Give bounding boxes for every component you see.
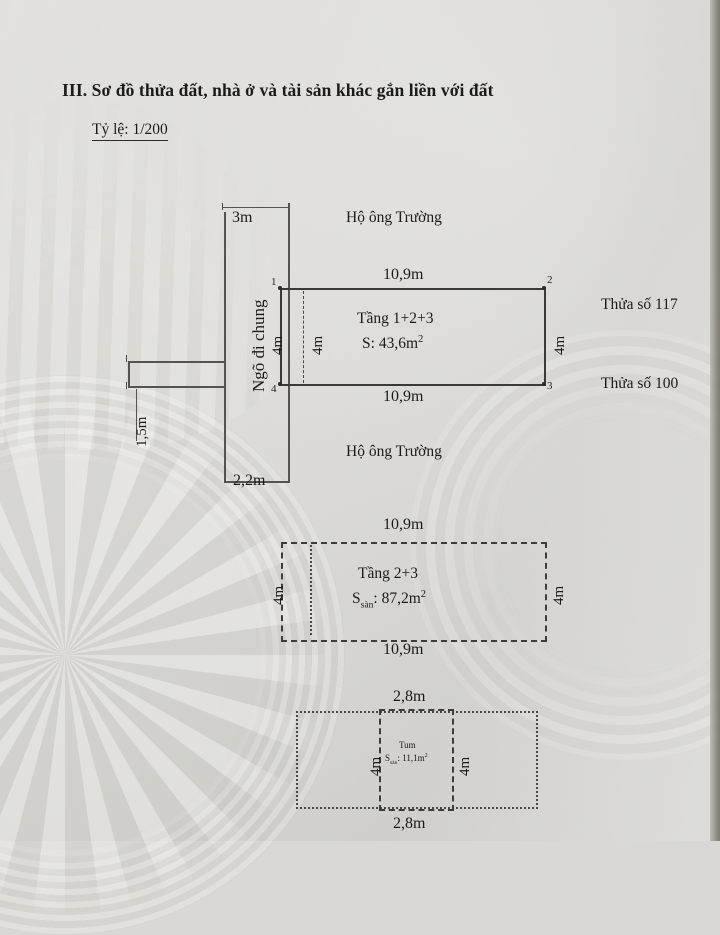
alley-name-label: Ngõ đi chung <box>249 299 268 392</box>
alley-step-top-edge <box>128 361 225 363</box>
corner-label-4: 4 <box>271 383 277 395</box>
floor-area-prefix: S <box>352 590 361 608</box>
step-tick-top <box>126 355 128 362</box>
building-left-width: 4m <box>270 335 286 355</box>
roof-outer-outline <box>296 711 538 809</box>
roof-bottom-length: 2,8m <box>393 815 426 832</box>
building-floors-label: Tầng 1+2+3 <box>357 310 434 327</box>
building-bottom-length: 10,9m <box>383 388 424 405</box>
step-tick-bottom <box>126 382 128 389</box>
floor-left-width: 4m <box>271 585 287 605</box>
roof-tum-outline <box>379 709 454 811</box>
floor-bottom-length: 10,9m <box>383 641 424 658</box>
floor-area-label: Ssàn: 87,2m2 <box>352 589 426 610</box>
building-area-unit: 2 <box>418 334 424 345</box>
watermark-drum-rays-icon <box>0 395 325 915</box>
floor-top-length: 10,9m <box>383 516 424 533</box>
corner-dot-1 <box>278 286 282 290</box>
watermark-arc <box>0 90 320 450</box>
alley-bottom-label: 2,2m <box>233 472 266 489</box>
alley-width-dim-line <box>222 207 289 209</box>
alley-step-dim-line <box>136 389 138 441</box>
alley-left-edge <box>224 212 226 482</box>
building-area-prefix: S: <box>362 335 379 353</box>
page-title: III. Sơ đồ thửa đất, nhà ở và tài sản kh… <box>62 80 494 100</box>
floor-floors-label: Tầng 2+3 <box>358 565 418 582</box>
building-area-label: S: 43,6m2 <box>362 334 423 353</box>
building-inner-partition <box>303 291 304 383</box>
alley-step-bottom-edge <box>128 386 225 388</box>
roof-area-sub: sàn <box>390 759 398 766</box>
alley-tick-left <box>222 203 224 210</box>
floor-outline <box>281 542 547 642</box>
floor-right-width: 4m <box>551 585 567 605</box>
roof-tum-label: Tum <box>399 740 416 750</box>
floor-area-unit: 2 <box>420 589 427 600</box>
alley-step-label: 1,5m <box>134 416 150 447</box>
corner-dot-3 <box>542 382 546 386</box>
corner-label-3: 3 <box>547 380 553 392</box>
parcel-100-label: Thửa số 100 <box>601 375 679 392</box>
scale-label: Tỷ lệ: 1/200 <box>92 121 168 141</box>
corner-label-2: 2 <box>547 274 553 286</box>
building-top-length: 10,9m <box>383 266 424 283</box>
roof-area-label: Ssàn: 11,1m2 <box>385 753 428 766</box>
floor-area-value: : 87,2m <box>373 590 421 608</box>
parcel-117-label: Thửa số 117 <box>601 296 678 313</box>
roof-area-value: : 11,1m <box>397 753 425 763</box>
alley-step-left-edge <box>128 361 130 387</box>
watermark-drum-rings-icon <box>0 375 345 935</box>
alley-bottom-edge <box>224 481 290 483</box>
building-right-edge <box>544 288 546 386</box>
page-edge-shadow <box>710 0 720 841</box>
neighbour-bottom-label: Hộ ông Trường <box>346 443 442 460</box>
corner-dot-2 <box>542 286 546 290</box>
building-bottom-edge <box>280 384 546 386</box>
corner-label-1: 1 <box>271 276 277 288</box>
roof-left-width: 4m <box>368 756 384 776</box>
roof-area-unit: 2 <box>424 753 428 759</box>
roof-top-length: 2,8m <box>393 688 426 705</box>
neighbour-top-label: Hộ ông Trường <box>346 209 442 226</box>
alley-width-label: 3m <box>232 209 253 226</box>
roof-right-width: 4m <box>457 756 473 776</box>
building-inner-width: 4m <box>310 335 326 355</box>
alley-right-edge <box>288 203 290 482</box>
roof-area-prefix: S <box>385 753 391 763</box>
floor-inner-partition <box>310 545 312 635</box>
building-top-edge <box>280 288 546 290</box>
building-area-value: 43,6m <box>378 335 418 353</box>
floor-area-sub: sàn <box>360 599 374 611</box>
building-right-width: 4m <box>552 335 568 355</box>
corner-dot-4 <box>278 382 282 386</box>
building-left-edge <box>280 288 282 386</box>
